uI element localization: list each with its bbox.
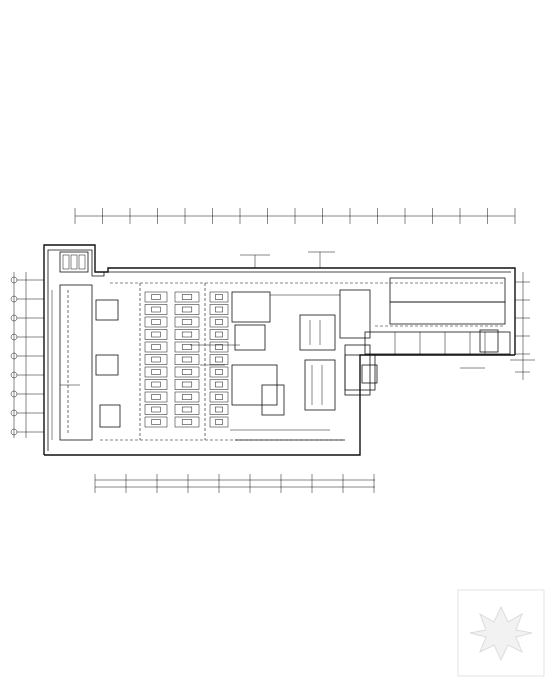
car-symbol: [181, 419, 193, 425]
parking-stall: [144, 354, 168, 365]
parking-stall: [209, 366, 229, 378]
parking-stall: [174, 366, 200, 378]
car-symbol: [181, 356, 193, 363]
parking-stall: [174, 304, 200, 315]
parking-stall: [144, 316, 168, 328]
car-symbol: [215, 381, 223, 388]
parking-stall: [209, 316, 229, 328]
car-symbol: [215, 419, 223, 425]
car-symbol: [151, 306, 161, 313]
parking-stall: [144, 329, 168, 340]
parking-stall: [174, 329, 200, 340]
car-symbol: [151, 394, 161, 400]
car-symbol: [215, 344, 223, 350]
parking-area: [51, 284, 229, 441]
parking-stall: [209, 291, 229, 303]
eight-point-star-watermark-icon: [457, 589, 545, 677]
right-axis-grid: [515, 272, 530, 380]
car-symbol: [181, 344, 193, 350]
parking-stall: [174, 291, 200, 303]
parking-stall: [174, 316, 200, 328]
car-symbol: [151, 356, 161, 363]
parking-stall: [174, 379, 200, 390]
right-wing-rooms: [344, 277, 511, 391]
car-symbol: [151, 419, 161, 425]
parking-stall: [209, 329, 229, 340]
parking-stall: [174, 354, 200, 365]
parking-stall: [144, 416, 168, 428]
core-rooms: [230, 289, 371, 441]
building-outline: [43, 244, 516, 456]
car-symbol: [181, 406, 193, 413]
car-symbol: [151, 369, 161, 375]
car-symbol: [181, 294, 193, 300]
parking-stall: [174, 404, 200, 415]
car-symbol: [215, 369, 223, 375]
car-symbol: [181, 331, 193, 338]
car-symbol: [215, 306, 223, 313]
car-symbol: [215, 319, 223, 325]
parking-stall: [209, 354, 229, 365]
car-symbol: [215, 394, 223, 400]
parking-stall: [209, 379, 229, 390]
bottom-dimension-chain: [94, 474, 375, 493]
car-symbol: [151, 331, 161, 338]
parking-stall: [209, 304, 229, 315]
car-symbol: [215, 406, 223, 413]
left-axis-grid: [10, 272, 44, 438]
parking-stall: [144, 391, 168, 403]
parking-stall: [209, 416, 229, 428]
wiring-runs: [100, 282, 505, 441]
parking-stall: [209, 391, 229, 403]
parking-stall: [144, 291, 168, 303]
parking-stall: [209, 404, 229, 415]
car-symbol: [151, 319, 161, 325]
car-symbol: [181, 369, 193, 375]
annotation-callouts: [60, 251, 535, 456]
car-symbol: [181, 394, 193, 400]
car-symbol: [215, 356, 223, 363]
parking-stall: [144, 366, 168, 378]
parking-stall: [144, 341, 168, 353]
parking-stall: [144, 404, 168, 415]
car-symbol: [215, 331, 223, 338]
parking-stall: [144, 304, 168, 315]
car-symbol: [181, 306, 193, 313]
top-dimension-chain: [74, 208, 516, 224]
car-symbol: [151, 381, 161, 388]
car-symbol: [181, 381, 193, 388]
parking-stall: [209, 341, 229, 353]
parking-stall: [174, 341, 200, 353]
parking-stall: [174, 416, 200, 428]
parking-stall: [144, 379, 168, 390]
car-symbol: [181, 319, 193, 325]
parking-stall: [174, 391, 200, 403]
car-symbol: [151, 344, 161, 350]
car-symbol: [151, 406, 161, 413]
car-symbol: [215, 294, 223, 300]
car-symbol: [151, 294, 161, 300]
